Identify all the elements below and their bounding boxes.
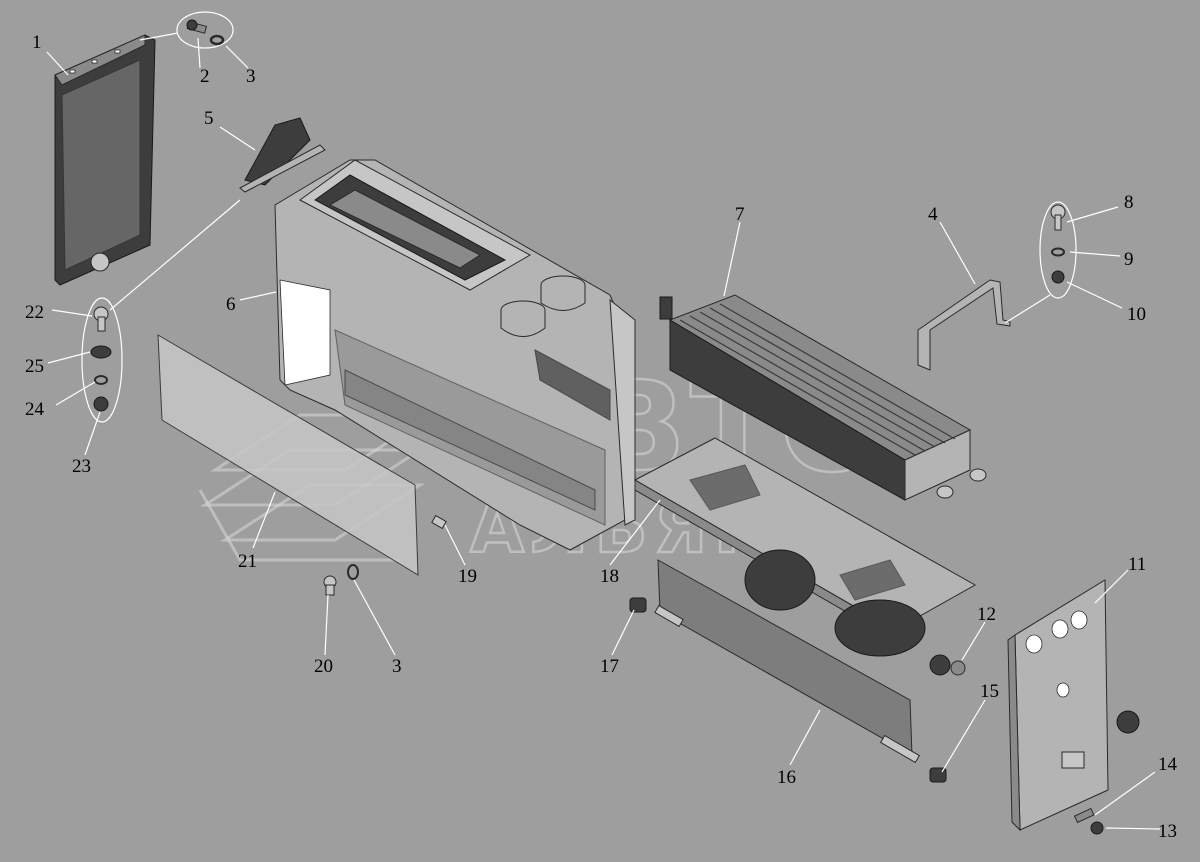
part-16-filter-mesh: [654, 559, 921, 764]
callout-13: 13: [1158, 821, 1177, 842]
callout-5: 5: [204, 108, 214, 129]
callout-23: 23: [72, 456, 91, 477]
callout-3-lower: 3: [392, 656, 402, 677]
part-1-side-panel: [54, 34, 156, 286]
callout-15: 15: [980, 681, 999, 702]
callout-6: 6: [226, 294, 236, 315]
callout-21: 21: [238, 551, 257, 572]
part-7-radiator: [659, 294, 987, 501]
callout-10: 10: [1127, 304, 1146, 325]
callout-22: 22: [25, 302, 44, 323]
callout-20: 20: [314, 656, 333, 677]
callout-2: 2: [200, 66, 210, 87]
radiator-fins: [679, 303, 956, 456]
part-5-deflector: [239, 117, 326, 193]
callout-18: 18: [600, 566, 619, 587]
part-20-screw: [323, 575, 337, 596]
callout-24: 24: [25, 399, 45, 420]
callout-12: 12: [977, 604, 996, 625]
callout-1: 1: [32, 32, 42, 53]
callout-7: 7: [735, 204, 745, 225]
callout-4: 4: [928, 204, 938, 225]
callout-3-upper: 3: [246, 66, 256, 87]
part-17-bushing: [629, 597, 647, 613]
callout-19: 19: [458, 566, 477, 587]
callout-14: 14: [1158, 754, 1178, 775]
callout-8: 8: [1124, 192, 1134, 213]
leader-lines: [46, 32, 1161, 830]
part-13-nut: [1090, 821, 1104, 835]
part-2-bolt: [176, 11, 234, 49]
callout-25: 25: [25, 356, 44, 377]
callout-labels: 1 2 3 3 4 5 6 7 8 9 10 11 12 13 14 15 16…: [25, 32, 1178, 842]
callout-16: 16: [777, 767, 796, 788]
callout-17: 17: [600, 656, 619, 677]
part-3-washer-lower: [347, 564, 359, 580]
callout-11: 11: [1128, 554, 1146, 575]
part-3-washer: [209, 34, 225, 46]
part-6-heater-housing: [274, 159, 636, 551]
callout-9: 9: [1124, 249, 1134, 270]
part-14-clip: [1073, 807, 1095, 824]
part-21-front-cover: [157, 334, 419, 576]
parts-8-9-10-fasteners: [1039, 201, 1077, 299]
part-18-blower-plate: [633, 437, 977, 676]
part-11-right-panel: [1007, 579, 1140, 832]
parts-22-25-24-23-fasteners: [81, 297, 123, 423]
part-4-bracket: [917, 279, 1011, 371]
part-19-pin: [431, 514, 447, 530]
